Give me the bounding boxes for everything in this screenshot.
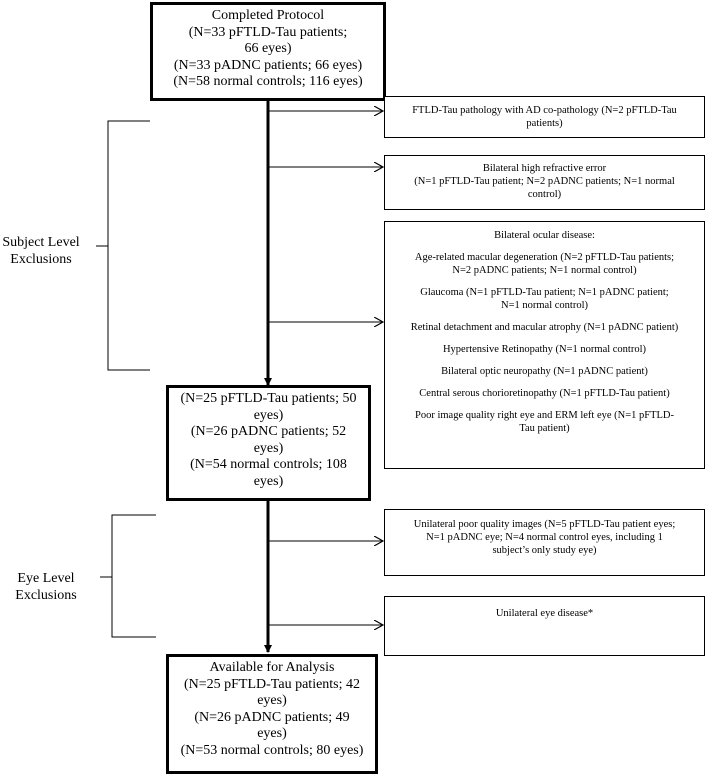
bottom-box-line: (N=25 pFTLD-Tau patients; 42 [183,676,361,692]
subject-level-exclusions-label: Subject Level Exclusions [2,235,80,267]
unilateral-quality-line: subject’s only study eye) [492,545,597,556]
middle-box-line: eyes) [253,473,284,489]
refractive-error-line: Bilateral high refractive error [482,163,607,174]
ocular-disease-item-optic-neuropathy: Bilateral optic neuropathy (N=1 pADNC pa… [441,366,648,377]
ocular-disease-item-poor-image: Poor image quality right eye and ERM lef… [414,410,675,434]
bottom-box-line: eyes) [257,726,287,741]
bottom-box-line: Available for Analysis [209,660,335,675]
middle-box-line: (N=26 pADNC patients; 52 [190,424,347,439]
copathology-exclusion-box: FTLD-Tau pathology with AD co-pathology … [384,96,705,138]
copathology-line: FTLD-Tau pathology with AD co-pathology … [412,105,677,116]
subject-level-bracket [96,120,150,371]
bilateral-ocular-disease-box: Bilateral ocular disease: Age-related ma… [384,221,705,469]
completed-protocol-box: Completed Protocol (N=33 pFTLD-Tau patie… [150,2,386,101]
ocular-disease-item-hypertensive: Hypertensive Retinopathy (N=1 normal con… [442,344,647,355]
eye-level-exclusions-label: Eye Level Exclusions [15,571,77,603]
ocular-disease-item-csc: Central serous chorioretinopathy (N=1 pF… [419,388,670,399]
ocular-disease-item-amd: Age-related macular degeneration (N=2 pF… [414,252,675,276]
bottom-box-line: eyes) [257,693,287,708]
middle-box-line: eyes) [253,407,284,423]
unilateral-quality-line: Unilateral poor quality images (N=5 pFTL… [413,519,676,530]
completed-protocol-line: (N=33 pADNC patients; 66 eyes) [173,57,363,73]
ocular-disease-item-glaucoma: Glaucoma (N=1 pFTLD-Tau patient; N=1 pAD… [420,287,669,311]
completed-protocol-line: Completed Protocol [211,8,325,23]
refractive-error-line: control) [527,189,562,200]
middle-box-line: (N=54 normal controls; 108 [190,457,347,472]
bottom-box-line: (N=53 normal controls; 80 eyes) [180,742,364,758]
unilateral-quality-line: N=1 pADNC eye; N=4 normal control eyes, … [426,532,663,543]
ocular-disease-item-retinal-detachment: Retinal detachment and macular atrophy (… [410,322,679,333]
available-for-analysis-box: Available for Analysis (N=25 pFTLD-Tau p… [166,654,378,774]
completed-protocol-line: 66 eyes) [244,41,292,56]
middle-box-line: eyes) [253,440,284,456]
bottom-box-line: (N=26 pADNC patients; 49 [194,709,350,725]
refractive-error-exclusion-box: Bilateral high refractive error (N=1 pFT… [384,155,705,210]
copathology-line: patients) [526,118,563,129]
completed-protocol-line: (N=33 pFTLD-Tau patients; [188,24,348,40]
after-subject-exclusions-box: (N=25 pFTLD-Tau patients; 50 eyes) (N=26… [166,385,371,501]
unilateral-eye-disease-box: Unilateral eye disease* [384,596,705,656]
refractive-error-line: (N=1 pFTLD-Tau patient; N=2 pADNC patien… [414,176,675,187]
ocular-disease-heading: Bilateral ocular disease: [494,230,595,241]
unilateral-disease-line: Unilateral eye disease* [495,608,594,619]
middle-box-line: (N=25 pFTLD-Tau patients; 50 [180,391,357,406]
unilateral-poor-quality-box: Unilateral poor quality images (N=5 pFTL… [384,509,705,576]
completed-protocol-line: (N=58 normal controls; 116 eyes) [173,74,363,89]
eye-level-bracket [100,514,156,638]
